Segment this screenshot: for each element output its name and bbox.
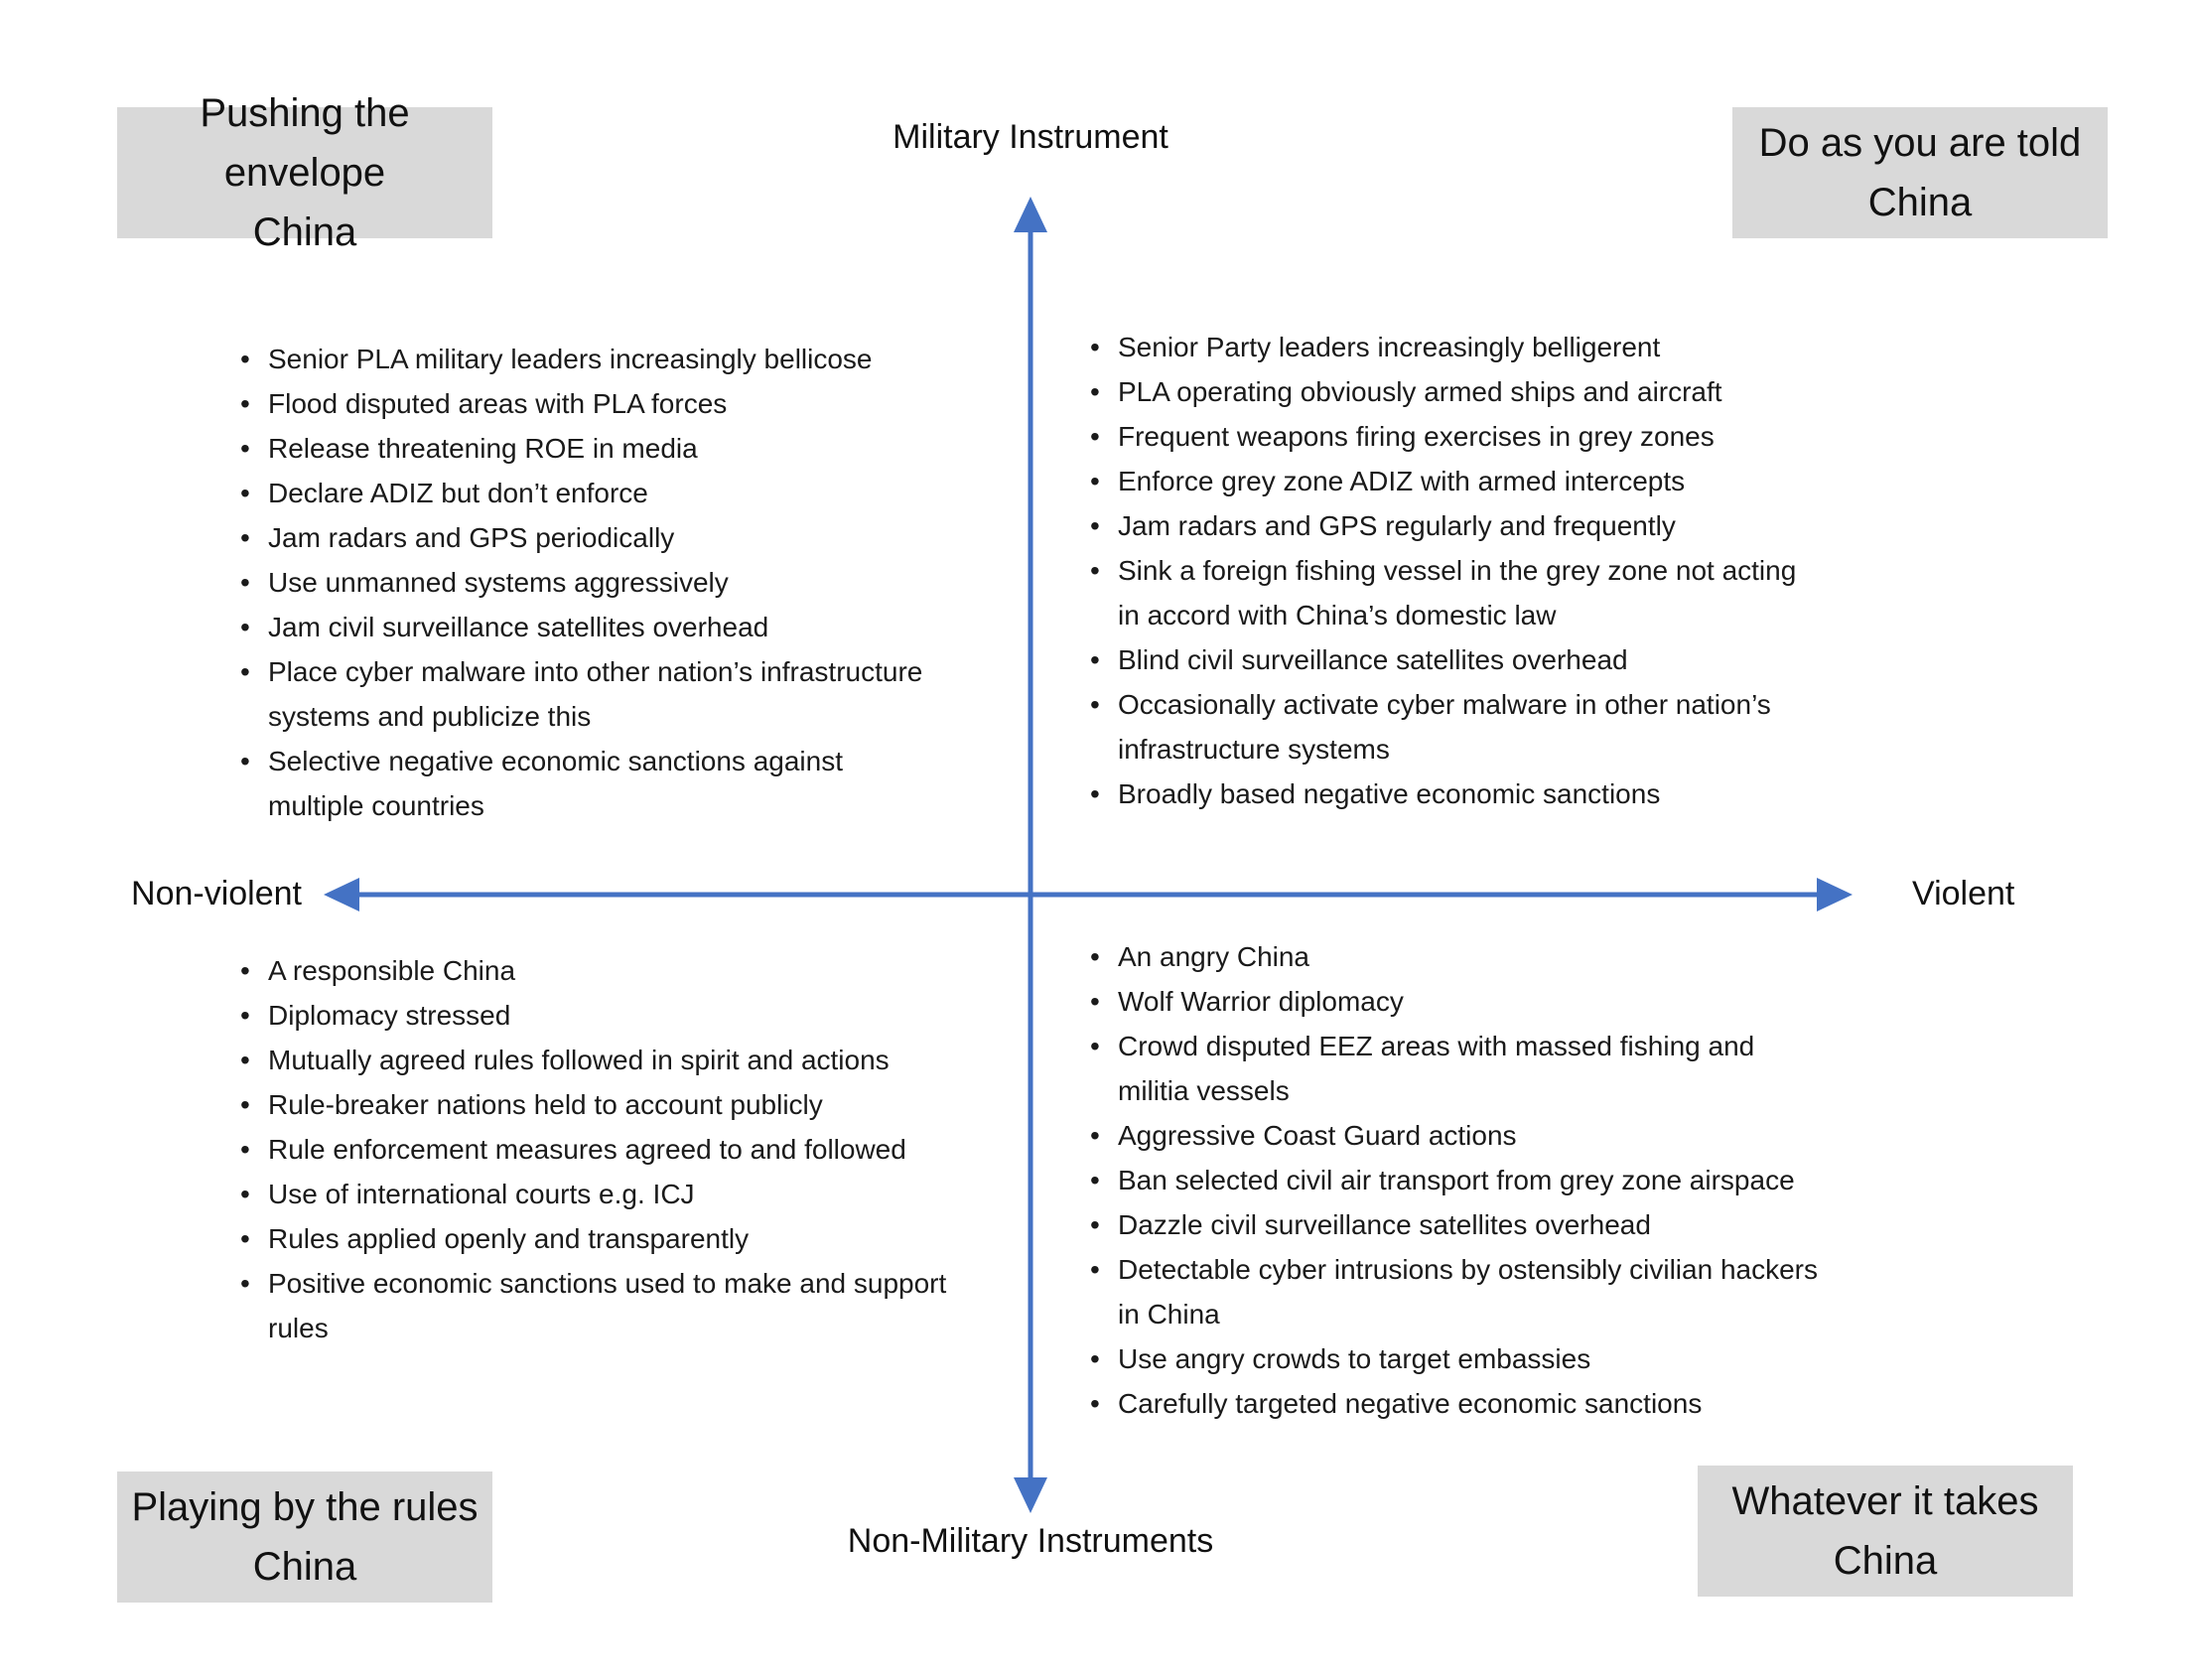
list-item: Sink a foreign fishing vessel in the gre…: [1088, 548, 1799, 637]
list-item: Dazzle civil surveillance satellites ove…: [1088, 1202, 1819, 1247]
list-item: Senior PLA military leaders increasingly…: [238, 337, 933, 381]
arrow-right-icon: [1817, 878, 1853, 911]
list-item: PLA operating obviously armed ships and …: [1088, 369, 1799, 414]
list-item: Diplomacy stressed: [238, 993, 1003, 1038]
list-item: Broadly based negative economic sanction…: [1088, 771, 1799, 816]
list-item: Carefully targeted negative economic san…: [1088, 1381, 1819, 1426]
list-item: Crowd disputed EEZ areas with massed fis…: [1088, 1024, 1819, 1113]
arrow-down-icon: [1014, 1477, 1047, 1513]
corner-label-line1: Whatever it takes: [1731, 1479, 2039, 1523]
axis-label-non-violent: Non-violent: [131, 875, 302, 912]
corner-label-bottom-right: Whatever it takes China: [1698, 1466, 2073, 1597]
quadrant-list-top-left: Senior PLA military leaders increasingly…: [238, 337, 933, 828]
corner-label-top-left: Pushing the envelope China: [117, 91, 492, 254]
corner-label-line2: China: [252, 1545, 357, 1589]
list-item: Jam radars and GPS regularly and frequen…: [1088, 503, 1799, 548]
list-item: Selective negative economic sanctions ag…: [238, 739, 933, 828]
list-item: Jam radars and GPS periodically: [238, 515, 933, 560]
arrow-up-icon: [1014, 197, 1047, 232]
quadrant-list-top-right: Senior Party leaders increasingly bellig…: [1088, 325, 1799, 816]
quadrant-list-bottom-right: An angry ChinaWolf Warrior diplomacyCrow…: [1088, 934, 1819, 1426]
list-item: Frequent weapons firing exercises in gre…: [1088, 414, 1799, 459]
corner-label-top-right: Do as you are told China: [1732, 107, 2108, 238]
list-item: Wolf Warrior diplomacy: [1088, 979, 1819, 1024]
list-item: Declare ADIZ but don’t enforce: [238, 471, 933, 515]
list-item: Aggressive Coast Guard actions: [1088, 1113, 1819, 1158]
list-item: Blind civil surveillance satellites over…: [1088, 637, 1799, 682]
list-item: Senior Party leaders increasingly bellig…: [1088, 325, 1799, 369]
corner-label-line1: Do as you are told: [1758, 121, 2082, 165]
list-item: Rule enforcement measures agreed to and …: [238, 1127, 1003, 1172]
list-item: Positive economic sanctions used to make…: [238, 1261, 1003, 1350]
list-item: A responsible China: [238, 948, 1003, 993]
quadrant-list-bottom-left: A responsible ChinaDiplomacy stressedMut…: [238, 948, 1003, 1350]
list-item: Ban selected civil air transport from gr…: [1088, 1158, 1819, 1202]
arrow-left-icon: [324, 878, 359, 911]
list-item: Rules applied openly and transparently: [238, 1216, 1003, 1261]
list-item: An angry China: [1088, 934, 1819, 979]
axis-label-military-instrument: Military Instrument: [893, 118, 1168, 156]
corner-label-line2: China: [252, 210, 357, 254]
corner-label-line1: Playing by the rules: [131, 1485, 479, 1529]
list-item: Flood disputed areas with PLA forces: [238, 381, 933, 426]
list-item: Release threatening ROE in media: [238, 426, 933, 471]
axis-label-non-military-instruments: Non-Military Instruments: [847, 1522, 1214, 1560]
list-item: Occasionally activate cyber malware in o…: [1088, 682, 1799, 771]
list-item: Use of international courts e.g. ICJ: [238, 1172, 1003, 1216]
corner-label-bottom-left: Playing by the rules China: [117, 1471, 492, 1603]
list-item: Use unmanned systems aggressively: [238, 560, 933, 605]
list-item: Detectable cyber intrusions by ostensibl…: [1088, 1247, 1819, 1336]
list-item: Place cyber malware into other nation’s …: [238, 649, 933, 739]
corner-label-line2: China: [1867, 181, 1973, 224]
corner-label-line1: Pushing the envelope: [200, 91, 410, 195]
list-item: Rule-breaker nations held to account pub…: [238, 1082, 1003, 1127]
axis-label-violent: Violent: [1912, 875, 2015, 912]
corner-label-line2: China: [1833, 1539, 1938, 1583]
list-item: Enforce grey zone ADIZ with armed interc…: [1088, 459, 1799, 503]
list-item: Jam civil surveillance satellites overhe…: [238, 605, 933, 649]
list-item: Mutually agreed rules followed in spirit…: [238, 1038, 1003, 1082]
list-item: Use angry crowds to target embassies: [1088, 1336, 1819, 1381]
